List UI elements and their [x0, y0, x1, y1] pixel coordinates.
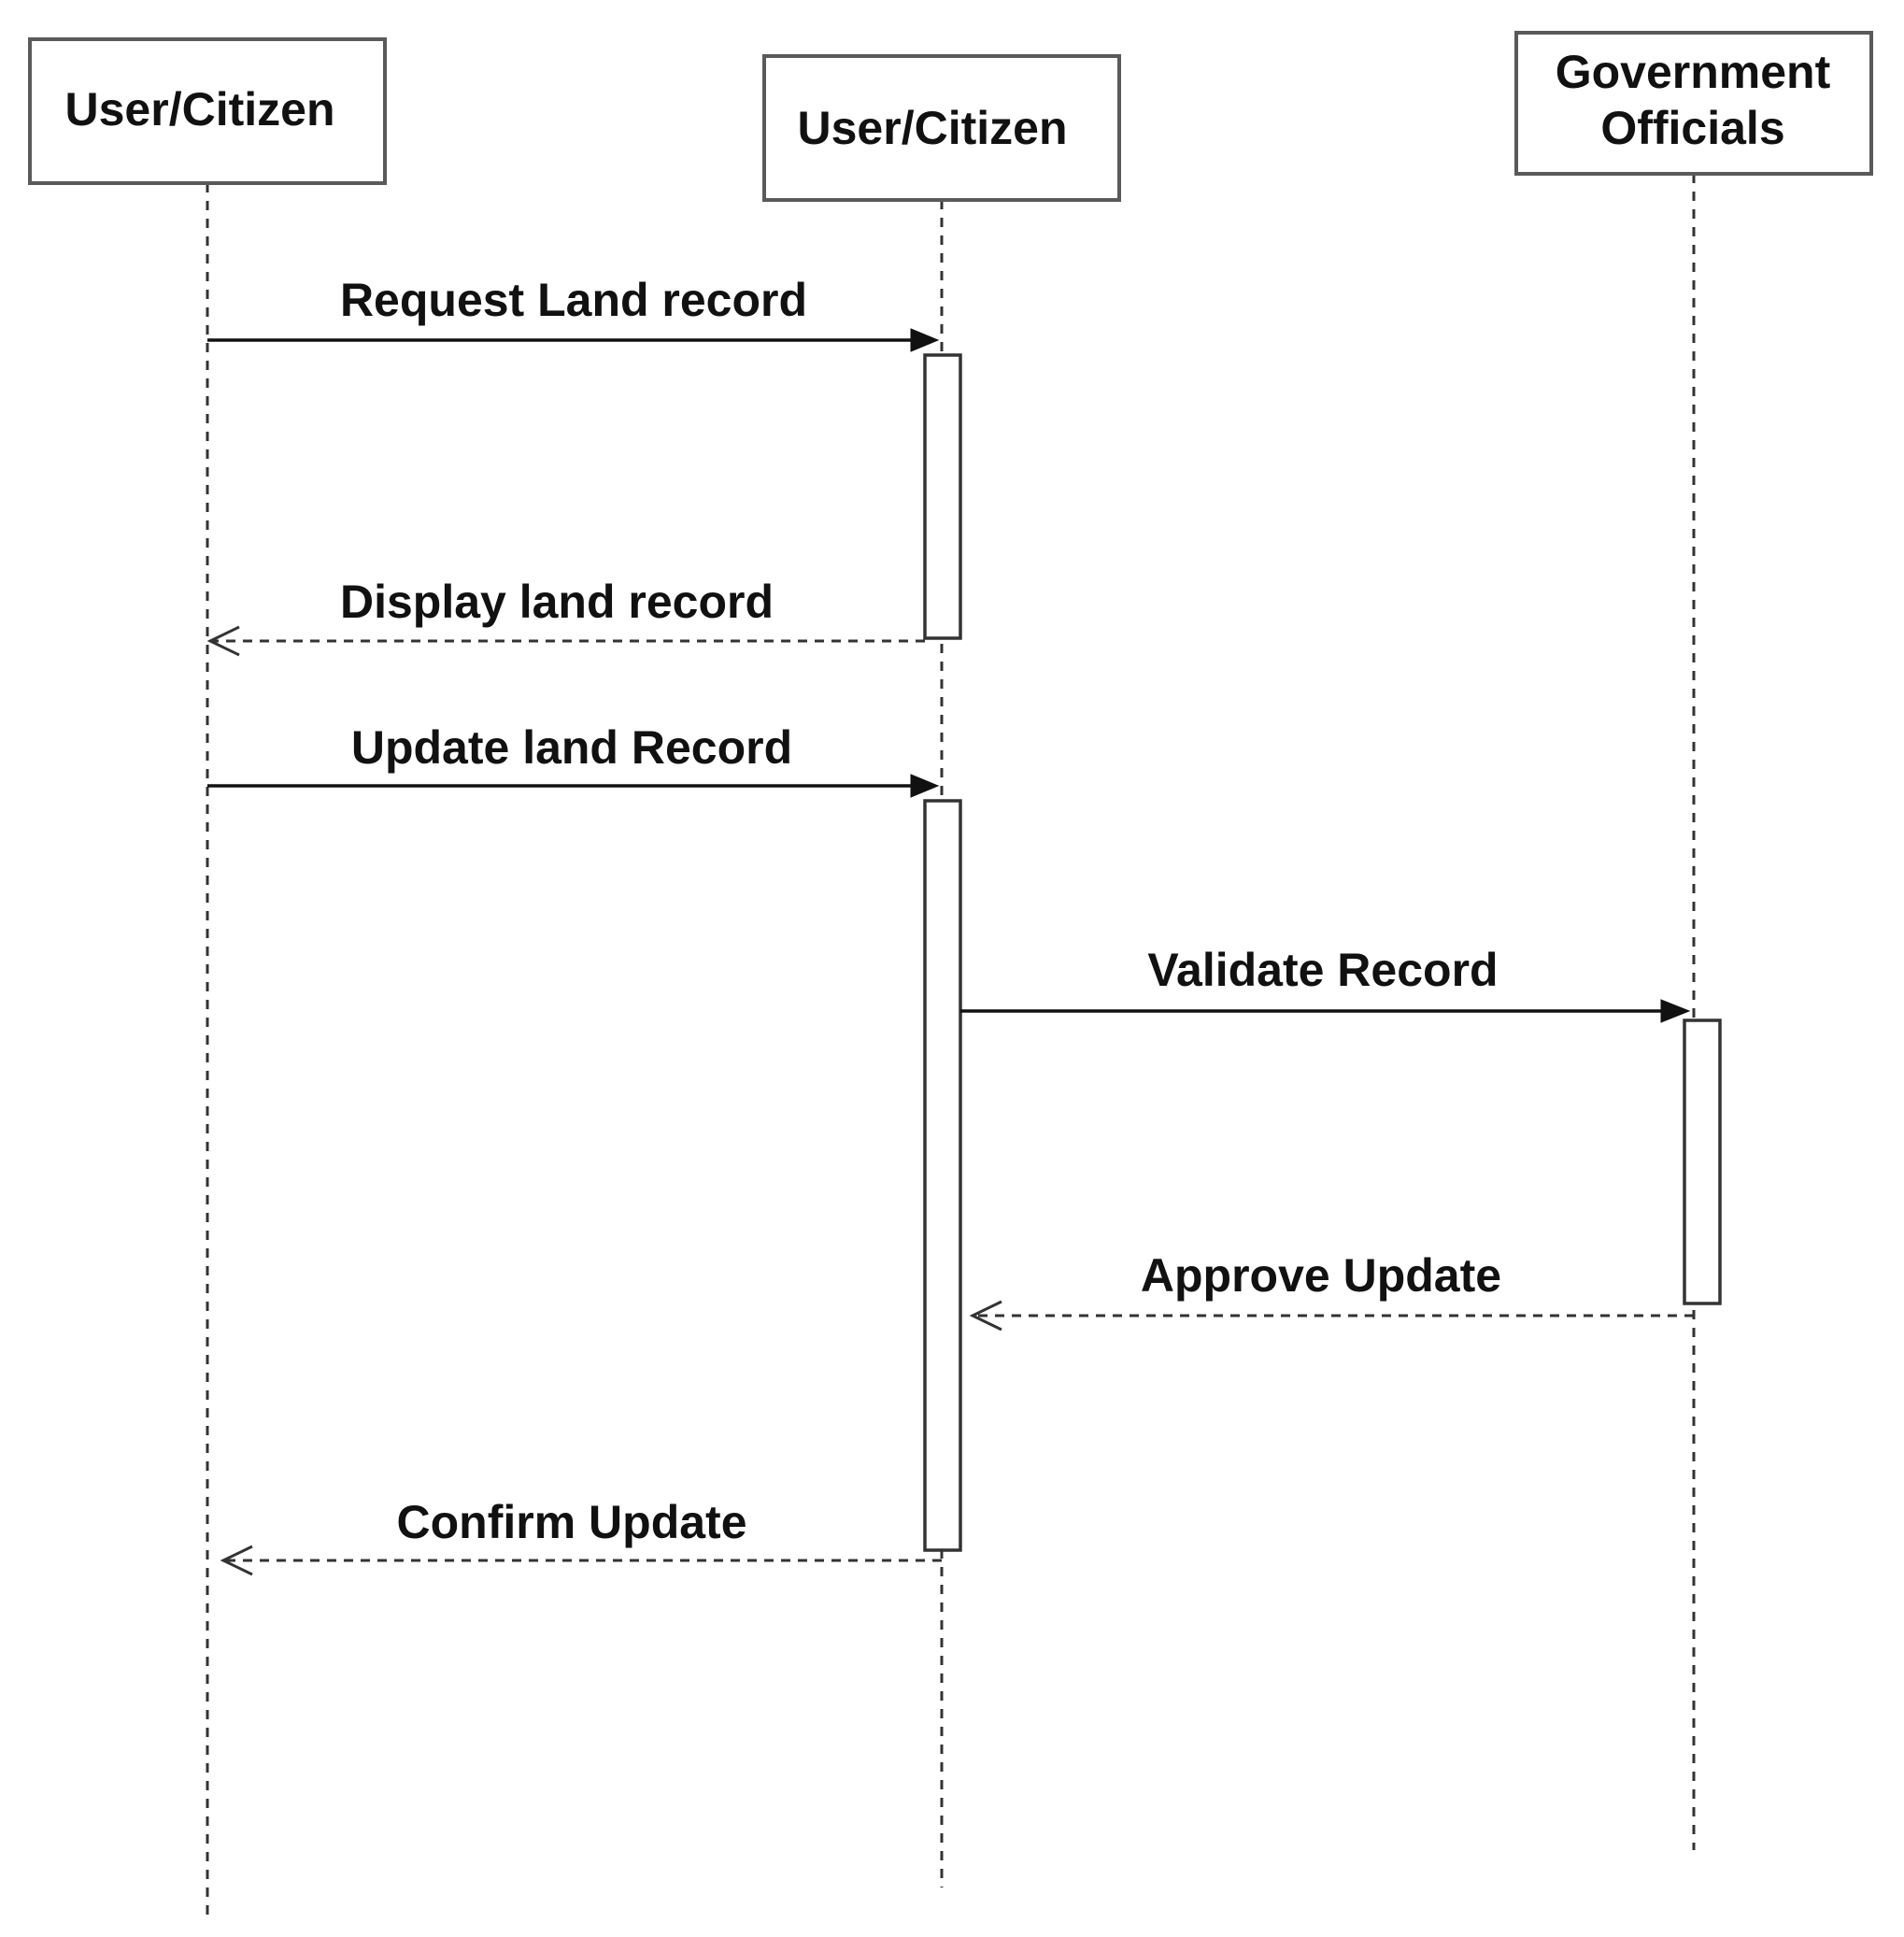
actor-box	[28, 37, 387, 185]
actor-label-line-2: Officials	[1600, 102, 1784, 154]
message-label: Validate Record	[1147, 944, 1498, 996]
actor-government-officials: Government Officials	[1514, 31, 1873, 176]
arrow-head	[206, 625, 240, 657]
arrow-head	[220, 1545, 253, 1576]
message-approve-update: Approve Update	[969, 1249, 1694, 1332]
message-label: Update land Record	[351, 721, 792, 774]
message-validate-record: Validate Record	[960, 944, 1691, 1023]
activation-bar	[923, 799, 962, 1552]
arrow-head	[1660, 999, 1691, 1023]
activation-bar	[1683, 1018, 1722, 1305]
actor-label-line-1: Government	[1556, 46, 1831, 98]
message-label: Request Land record	[340, 274, 807, 326]
arrow-head	[910, 774, 940, 798]
actor-label: User/Citizen	[65, 83, 335, 135]
arrow-head	[969, 1300, 1002, 1332]
actor-user-citizen-1: User/Citizen	[28, 37, 387, 185]
message-label: Display land record	[340, 576, 774, 628]
message-label: Approve Update	[1141, 1249, 1501, 1302]
message-label: Confirm Update	[397, 1496, 747, 1548]
message-display-land-record: Display land record	[206, 576, 925, 657]
actor-label: User/Citizen	[798, 102, 1068, 154]
message-update-land-record: Update land Record	[207, 721, 940, 798]
actor-user-citizen-2: User/Citizen	[762, 54, 1121, 202]
message-request-land-record: Request Land record	[207, 274, 940, 352]
activation-bar	[923, 353, 962, 640]
message-confirm-update: Confirm Update	[220, 1496, 942, 1576]
arrow-head	[910, 328, 940, 352]
actor-box	[1514, 31, 1873, 176]
actor-box	[762, 54, 1121, 202]
